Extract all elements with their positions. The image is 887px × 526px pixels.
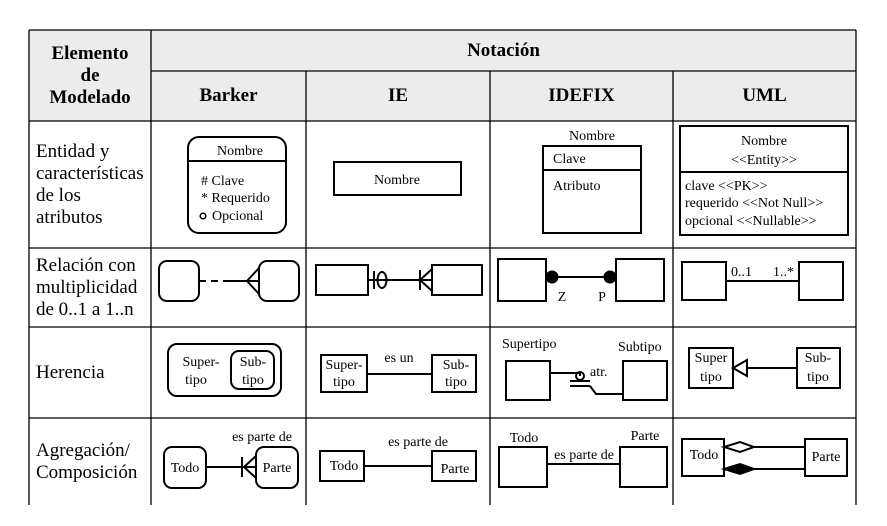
row-label-line: atributos bbox=[36, 206, 103, 228]
row-label-line: multiplicidad bbox=[36, 276, 138, 298]
row-label-inheritance: Herencia bbox=[30, 328, 150, 417]
barker-optional-attr: Opcional bbox=[212, 209, 263, 224]
ie-part-label: Parte bbox=[441, 462, 470, 477]
optional-circle-icon bbox=[199, 212, 207, 220]
ie-subtype-line: tipo bbox=[445, 375, 467, 390]
uml-required-attr: requerido <<Not Null>> bbox=[685, 196, 823, 211]
uml-optional-attr: opcional <<Nullable>> bbox=[685, 214, 817, 229]
idefix-subtype-label: Subtipo bbox=[618, 340, 662, 355]
idefix-supertype-label: Supertipo bbox=[502, 337, 556, 352]
barker-part-label: Parte bbox=[263, 461, 292, 476]
uml-key-attr: clave <<PK>> bbox=[685, 179, 768, 194]
column-header-uml: UML bbox=[674, 72, 855, 120]
row-label-line: de 0..1 a 1..n bbox=[36, 298, 134, 320]
idefix-left-label: Z bbox=[558, 290, 567, 305]
element-header-line: Elemento bbox=[51, 42, 129, 64]
uml-subtype-line: Sub- bbox=[805, 351, 832, 366]
idefix-right-label: P bbox=[598, 290, 606, 305]
barker-aggregation-label: es parte de bbox=[232, 430, 292, 445]
ie-subtype-line: Sub- bbox=[443, 358, 470, 373]
barker-supertype-line: Super- bbox=[182, 355, 219, 370]
row-label-entity: Entidad y características de los atribut… bbox=[30, 122, 150, 247]
ie-is-a-label: es un bbox=[384, 351, 413, 366]
ie-aggregation-label: es parte de bbox=[388, 435, 448, 450]
idefix-inheritance bbox=[505, 360, 668, 401]
idefix-aggregation bbox=[498, 446, 668, 488]
idefix-whole-label: Todo bbox=[510, 431, 539, 446]
idefix-entity-name: Nombre bbox=[569, 129, 615, 144]
barker-whole-label: Todo bbox=[171, 461, 200, 476]
idefix-aggregation-label: es parte de bbox=[554, 448, 614, 463]
notation-header: Notación bbox=[152, 31, 855, 70]
column-header-ie: IE bbox=[307, 72, 489, 120]
idefix-attr: Atributo bbox=[553, 179, 600, 194]
barker-relation bbox=[158, 260, 300, 302]
barker-subtype-line: tipo bbox=[242, 373, 264, 388]
uml-subtype-line: tipo bbox=[807, 370, 829, 385]
uml-supertype-line: Super bbox=[695, 351, 728, 366]
row-label-aggregation: Agregación/ Composición bbox=[30, 419, 150, 505]
ie-aggregation bbox=[319, 450, 477, 482]
uml-entity-name: Nombre bbox=[741, 134, 787, 149]
column-header-barker: Barker bbox=[152, 72, 305, 120]
ie-inheritance bbox=[320, 354, 477, 393]
uml-inheritance bbox=[688, 347, 841, 389]
composition-diamond-icon bbox=[720, 462, 757, 476]
barker-key-attr: # Clave bbox=[201, 174, 244, 189]
barker-aggregation bbox=[163, 446, 299, 489]
idefix-relation bbox=[497, 258, 665, 302]
element-header: Elemento de Modelado bbox=[30, 31, 150, 120]
row-label-line: Composición bbox=[36, 462, 138, 483]
row-label-relation: Relación con multiplicidad de 0..1 a 1..… bbox=[30, 249, 150, 326]
barker-required-attr: * Requerido bbox=[201, 191, 270, 206]
row-label-line: de los bbox=[36, 184, 81, 206]
column-header-idefix: IDEFIX bbox=[491, 72, 672, 120]
row-label-line: Herencia bbox=[36, 361, 105, 383]
ie-whole-label: Todo bbox=[330, 459, 359, 474]
uml-right-multiplicity: 1..* bbox=[773, 265, 794, 280]
ie-entity-name: Nombre bbox=[374, 173, 420, 188]
ie-entity bbox=[333, 161, 462, 196]
ie-supertype-line: tipo bbox=[333, 375, 355, 390]
uml-whole-label: Todo bbox=[690, 448, 719, 463]
ie-supertype-line: Super- bbox=[325, 358, 362, 373]
row-label-line: Agregación/ bbox=[36, 440, 130, 461]
element-header-line: de bbox=[80, 64, 100, 86]
barker-entity-name: Nombre bbox=[217, 144, 263, 159]
uml-entity bbox=[679, 125, 849, 236]
uml-left-multiplicity: 0..1 bbox=[731, 265, 752, 280]
ie-relation bbox=[315, 264, 483, 296]
barker-entity bbox=[187, 136, 287, 234]
uml-part-label: Parte bbox=[812, 450, 841, 465]
barker-inheritance bbox=[167, 343, 282, 397]
barker-supertype-line: tipo bbox=[185, 373, 207, 388]
idefix-key-attr: Clave bbox=[553, 152, 586, 167]
barker-subtype-line: Sub- bbox=[240, 355, 267, 370]
idefix-part-label: Parte bbox=[631, 429, 660, 444]
uml-supertype-line: tipo bbox=[700, 370, 722, 385]
row-label-line: Entidad y bbox=[36, 140, 110, 162]
idefix-entity bbox=[542, 145, 642, 234]
uml-relation bbox=[681, 261, 844, 301]
uml-aggregation bbox=[681, 438, 848, 477]
idefix-discriminator-label: atr. bbox=[590, 365, 608, 380]
aggregation-diamond-icon bbox=[720, 440, 757, 454]
row-label-line: características bbox=[36, 162, 144, 184]
row-label-line: Relación con bbox=[36, 254, 136, 276]
uml-entity-stereotype: <<Entity>> bbox=[731, 153, 797, 168]
element-header-line: Modelado bbox=[49, 86, 131, 108]
